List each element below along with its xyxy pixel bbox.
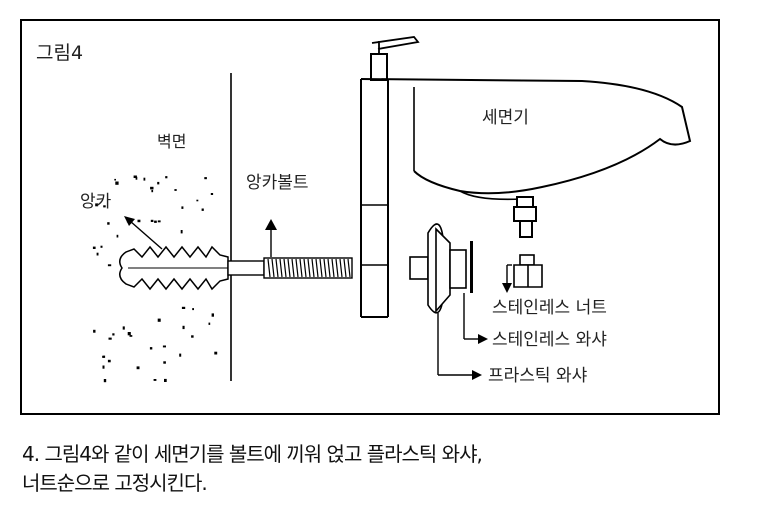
caption-line-2: 너트순으로 고정시킨다. [22,471,208,495]
caption-line-1: 4. 그림4와 같이 세면기를 볼트에 끼워 얹고 플라스틱 와샤, [22,442,483,466]
anchor-pointer-arrow [124,216,163,250]
stainless-nut-label: 스테인레스 너트 [492,298,607,318]
washbasin-label: 세면기 [482,108,529,128]
anchor-bolt-label: 앙카볼트 [246,173,309,193]
wall-speckles [92,175,218,383]
plastic-washer-pointer [437,313,482,380]
anchor-label: 앙카 [80,192,112,212]
stainless-washer-pointer [463,293,488,344]
stainless-nut [513,254,543,288]
figure-title: 그림4 [36,42,83,64]
anchor-bolt [227,257,353,279]
stainless-nut-pointer [502,264,512,293]
washbasin [360,36,692,318]
anchor-plug [119,245,229,291]
anchor-bolt-pointer-arrow [265,219,277,257]
plastic-washer-label: 프라스틱 와샤 [488,366,588,386]
installation-diagram: 그림4 벽면 앙카 앙카볼트 [36,36,692,386]
wall-label: 벽면 [157,132,186,151]
figure-frame: 그림4 벽면 앙카 앙카볼트 [20,19,720,415]
stainless-washer [470,241,473,293]
stainless-washer-label: 스테인레스 와샤 [492,330,607,350]
plastic-washer [409,223,467,314]
caption: 4. 그림4와 같이 세면기를 볼트에 끼워 얹고 플라스틱 와샤, 너트순으로… [22,440,752,498]
